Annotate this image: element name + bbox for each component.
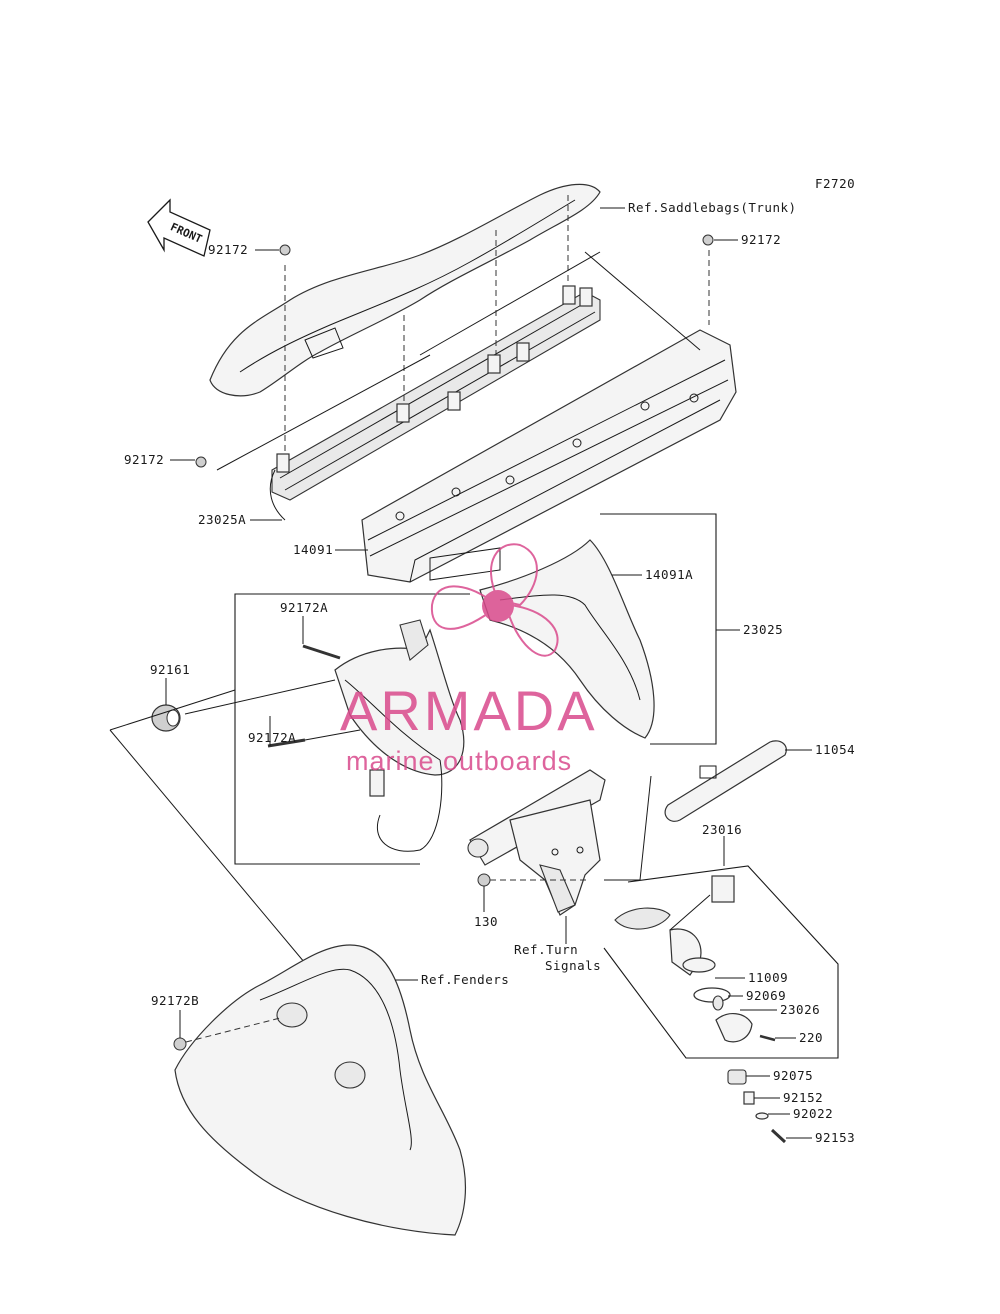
connector-icon: [369, 769, 385, 797]
license-light-23016: [614, 875, 735, 976]
lens-23026: [715, 1013, 753, 1043]
label-92172-tr: 92172: [741, 232, 781, 247]
label-23025A: 23025A: [198, 512, 246, 527]
bulb-23026: [712, 995, 724, 1011]
label-23016: 23016: [702, 822, 742, 837]
lens-14091A: [479, 539, 655, 739]
bolt-92153: [770, 1128, 787, 1144]
label-92172-ml: 92172: [124, 452, 164, 467]
ref-saddlebags: Ref.Saddlebags(Trunk): [628, 200, 797, 215]
leader-fender: [109, 729, 316, 976]
callouts: Ref.Saddlebags(Trunk) 92172 92172 92172 …: [124, 200, 855, 1145]
label-92161: 92161: [150, 662, 190, 677]
label-92172A-top: 92172A: [280, 600, 328, 615]
label-220: 220: [799, 1030, 823, 1045]
label-14091: 14091: [293, 542, 333, 557]
socket-connector-icon: [711, 875, 735, 903]
socket-11009: [682, 957, 716, 973]
ref-fenders: Ref.Fenders: [421, 972, 509, 987]
gasket-92069: [693, 987, 731, 1003]
license-bracket-11054: [664, 740, 787, 822]
harness-23025A: [269, 469, 286, 521]
grommet-92075: [727, 1069, 747, 1085]
screw-220: [759, 1034, 776, 1042]
assembly-box-23016: [603, 865, 839, 1059]
light-base-frame: [271, 285, 601, 501]
saddlebag-trunk-outline: [209, 183, 601, 397]
tail-light-housing: [334, 619, 465, 852]
label-23026: 23026: [780, 1002, 820, 1017]
armada-watermark: ARMADA marine outboards: [340, 543, 598, 776]
assembly-box-lower: [234, 593, 470, 865]
label-11009: 11009: [748, 970, 788, 985]
label-92069: 92069: [746, 988, 786, 1003]
rear-mount-bracket: [467, 769, 606, 916]
alignment-lines: [216, 195, 710, 471]
label-130: 130: [474, 914, 498, 929]
bolt-92172A-top: [302, 644, 341, 660]
watermark-tagline: marine outboards: [346, 746, 572, 776]
assembly-box-23025: [600, 513, 717, 745]
label-14091A: 14091A: [645, 567, 693, 582]
label-92172A-bot: 92172A: [248, 730, 296, 745]
clip-92172B: [173, 1037, 187, 1051]
ref-turn-signals-line1: Ref.Turn: [514, 942, 578, 957]
propeller-logo-icon: [430, 543, 559, 657]
light-bar-14091: [361, 329, 737, 583]
watermark-name: ARMADA: [340, 679, 598, 742]
label-92172-tl: 92172: [208, 242, 248, 257]
rear-fender: [173, 944, 467, 1236]
label-92075: 92075: [773, 1068, 813, 1083]
front-arrow-icon: FRONT: [147, 198, 211, 257]
ref-turn-signals-line2: Signals: [545, 958, 601, 973]
figure-code: F2720: [815, 176, 855, 191]
label-92172B: 92172B: [151, 993, 199, 1008]
bolt-92172A-bottom: [267, 729, 361, 748]
label-92152: 92152: [783, 1090, 823, 1105]
washer-92022: [755, 1112, 769, 1120]
collar-92152: [743, 1091, 755, 1105]
label-92022: 92022: [793, 1106, 833, 1121]
label-92153: 92153: [815, 1130, 855, 1145]
label-23025: 23025: [743, 622, 783, 637]
label-11054: 11054: [815, 742, 855, 757]
grommet-92161: [151, 679, 336, 732]
